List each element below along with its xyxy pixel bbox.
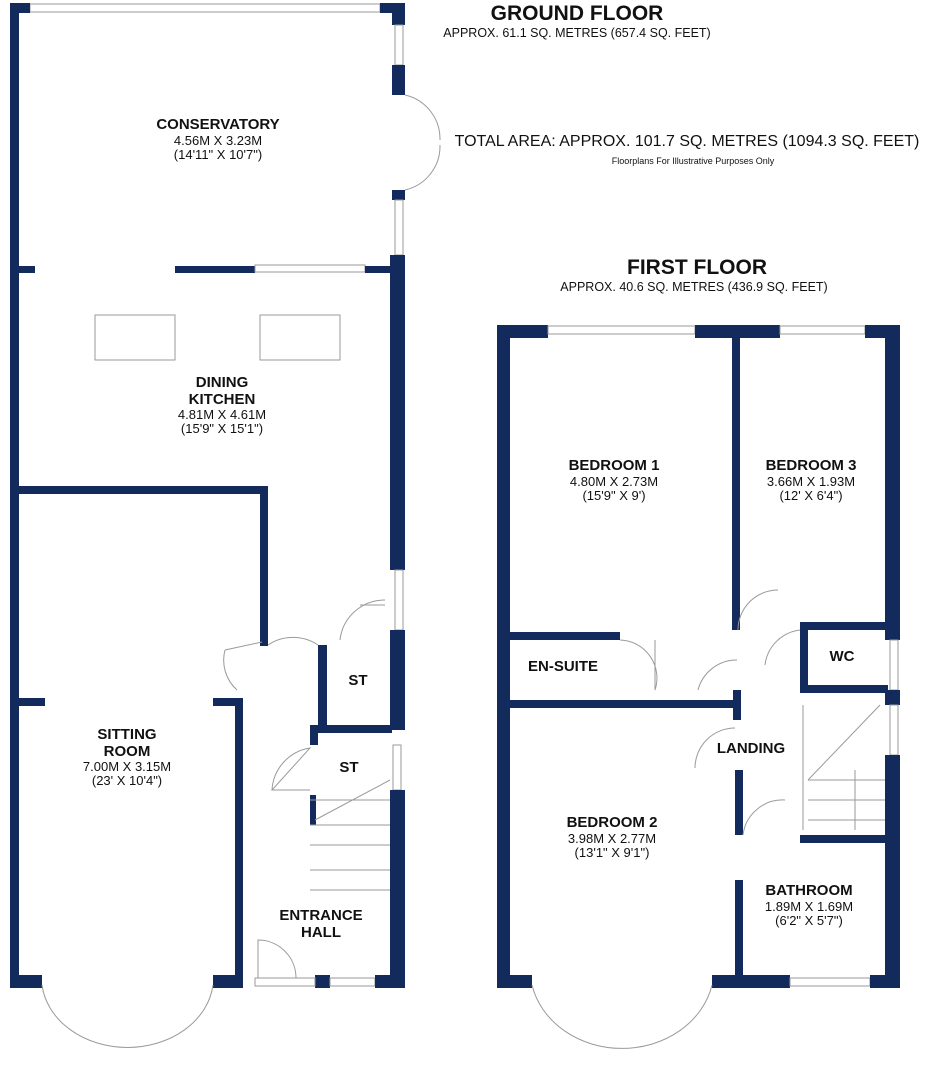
room-metric: 3.98M X 2.77M — [567, 830, 657, 846]
room-bedroom-3: BEDROOM 3 3.66M X 1.93M (12' X 6'4") — [765, 457, 857, 503]
room-imperial: (15'9" X 9') — [582, 487, 646, 503]
room-imperial: (23' X 10'4") — [91, 773, 163, 789]
room-name: BATHROOM — [765, 882, 853, 899]
disclaimer: Floorplans For Illustrative Purposes Onl… — [611, 156, 775, 166]
room-store-1: ST — [348, 672, 368, 689]
room-name: BEDROOM 2 — [566, 814, 658, 831]
room-metric: 4.81M X 4.61M — [177, 407, 267, 422]
room-imperial: (15'9" X 15'1") — [180, 421, 264, 437]
room-sitting-room: SITTING ROOM 7.00M X 3.15M (23' X 10'4") — [82, 726, 172, 789]
room-bedroom-1: BEDROOM 1 4.80M X 2.73M (15'9" X 9') — [568, 457, 660, 503]
room-name: BEDROOM 3 — [765, 457, 857, 474]
room-metric: 1.89M X 1.69M — [764, 898, 854, 914]
room-name-2: HALL — [301, 923, 341, 941]
total-area: TOTAL AREA: APPROX. 101.7 SQ. METRES (10… — [454, 133, 920, 150]
ground-floor-walls — [10, 3, 441, 1048]
room-imperial: (14'11" X 10'7") — [173, 146, 263, 162]
room-name: DINING — [195, 374, 249, 391]
room-name-2: KITCHEN — [188, 390, 256, 408]
room-en-suite: EN-SUITE — [527, 658, 599, 675]
room-metric: 4.56M X 3.23M — [173, 132, 263, 148]
room-bedroom-2: BEDROOM 2 3.98M X 2.77M (13'1" X 9'1") — [566, 814, 658, 860]
ground-floor-area: APPROX. 61.1 SQ. METRES (657.4 SQ. FEET) — [443, 26, 711, 40]
room-name-2: ROOM — [103, 742, 151, 760]
room-metric: 4.80M X 2.73M — [569, 473, 659, 489]
room-landing: LANDING — [716, 740, 786, 757]
room-imperial: (12' X 6'4") — [779, 487, 843, 503]
room-name: BEDROOM 1 — [568, 457, 660, 474]
room-dining-kitchen: DINING KITCHEN 4.81M X 4.61M (15'9" X 15… — [177, 374, 267, 437]
room-name: ENTRANCE — [279, 907, 363, 924]
room-conservatory: CONSERVATORY 4.56M X 3.23M (14'11" X 10'… — [156, 116, 280, 162]
room-metric: 7.00M X 3.15M — [82, 759, 172, 774]
room-bathroom: BATHROOM 1.89M X 1.69M (6'2" X 5'7") — [764, 882, 854, 928]
room-entrance-hall: ENTRANCE HALL — [279, 907, 363, 941]
room-wc: WC — [829, 648, 855, 665]
room-name: CONSERVATORY — [156, 116, 280, 133]
first-floor-walls — [497, 325, 900, 1049]
room-metric: 3.66M X 1.93M — [766, 473, 856, 489]
first-floor-title: FIRST FLOOR — [627, 256, 767, 279]
room-imperial: (6'2" X 5'7") — [775, 912, 843, 928]
room-store-2: ST — [339, 759, 359, 776]
room-name: SITTING — [97, 726, 157, 743]
ground-floor-title: GROUND FLOOR — [490, 2, 664, 25]
room-imperial: (13'1" X 9'1") — [574, 844, 650, 860]
first-floor-area: APPROX. 40.6 SQ. METRES (436.9 SQ. FEET) — [560, 280, 828, 294]
